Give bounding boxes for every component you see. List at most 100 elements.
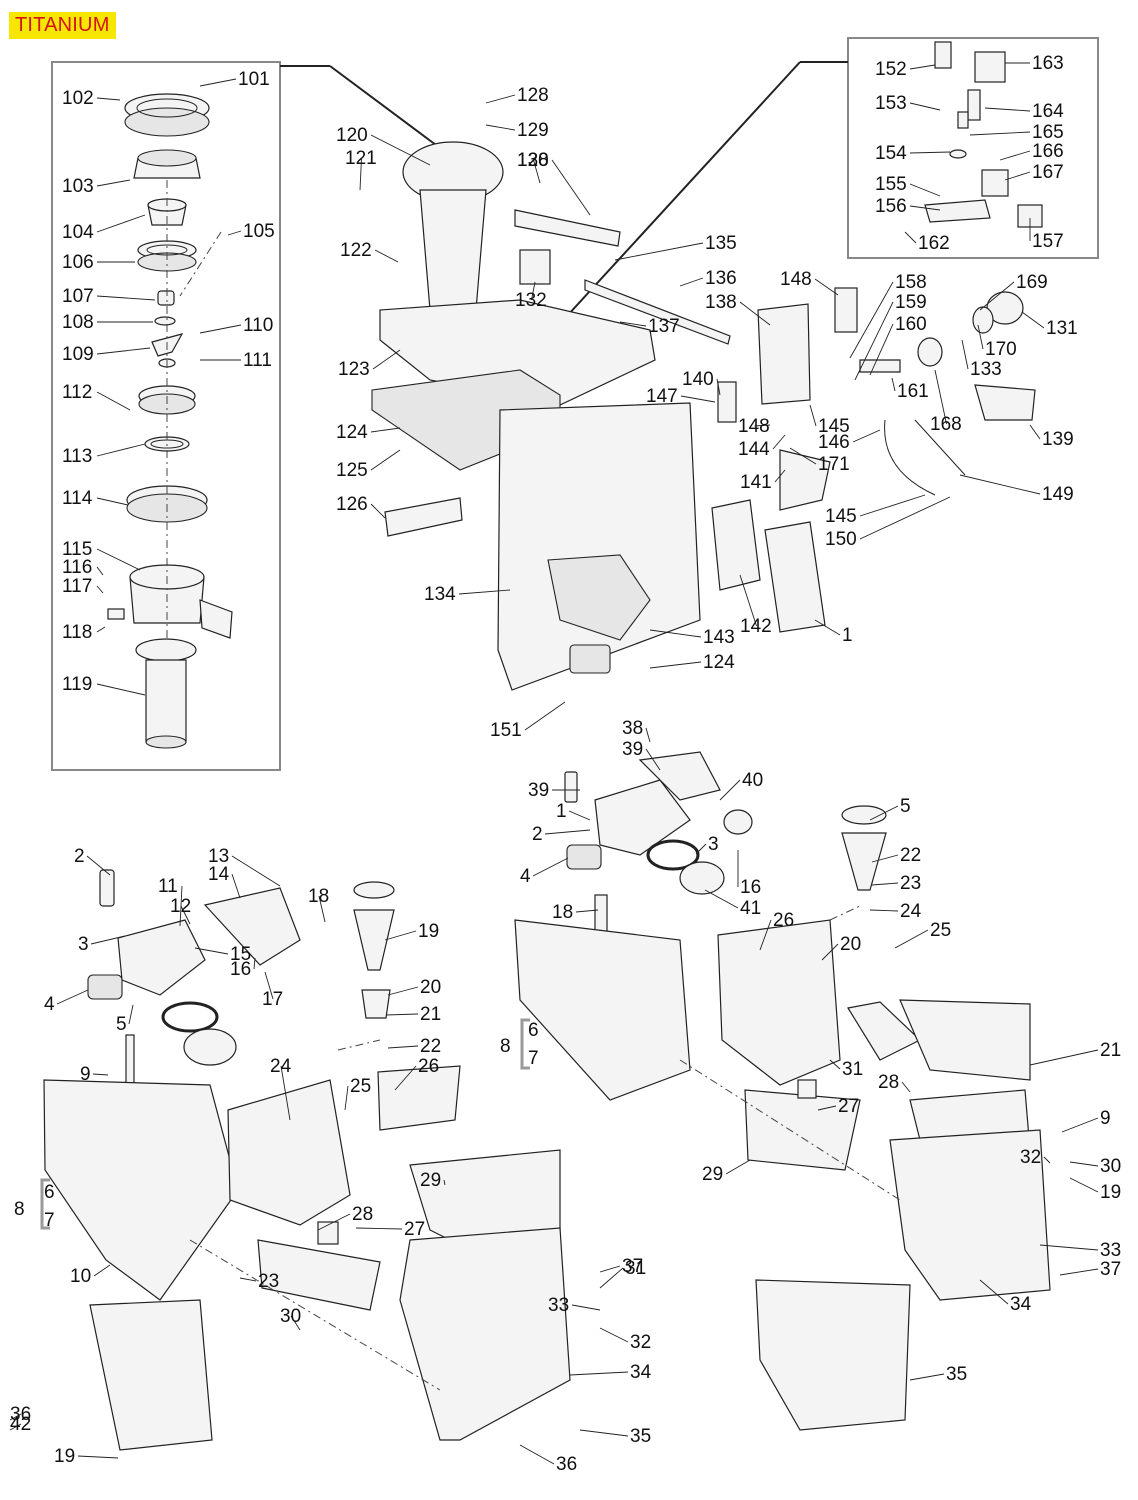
leader-line-104 — [569, 1371, 629, 1376]
callout-label-61: 158 — [895, 272, 927, 293]
callout-label-12: 113 — [62, 446, 92, 467]
leader-line-66 — [979, 281, 1015, 311]
leader-line-101 — [599, 1267, 624, 1289]
leader-line-13 — [96, 497, 129, 506]
leader-line-71 — [959, 474, 1041, 495]
callout-label-73: 150 — [825, 529, 857, 550]
callout-label-63: 160 — [895, 314, 927, 335]
callout-label-113: 1 — [556, 801, 567, 822]
grinder-parts — [107, 93, 233, 749]
callout-label-59: 157 — [1032, 231, 1064, 252]
callout-label-45: 143 — [703, 627, 735, 648]
leader-line-47 — [524, 701, 566, 731]
leader-line-31 — [458, 589, 511, 595]
callout-label-19: 120 — [336, 125, 368, 146]
callout-label-87: 17 — [262, 989, 283, 1010]
leader-line-120 — [869, 805, 899, 821]
leader-line-55 — [984, 107, 1031, 112]
leader-line-38 — [754, 424, 771, 427]
callout-label-57: 166 — [1032, 141, 1064, 162]
callout-label-76: 3 — [78, 934, 89, 955]
callout-label-5: 106 — [62, 252, 94, 273]
leader-line-37 — [680, 395, 716, 403]
callout-label-23: 124 — [336, 422, 368, 443]
callout-label-91: 21 — [420, 1004, 441, 1025]
leader-line-21 — [374, 249, 399, 263]
leader-line-84 — [231, 873, 241, 899]
callout-label-131: 29 — [702, 1164, 723, 1185]
leader-line-27 — [485, 124, 516, 131]
callout-label-92: 22 — [420, 1036, 441, 1057]
leader-line-6 — [96, 295, 156, 301]
callout-label-65: 168 — [930, 414, 962, 435]
callout-label-29: 130 — [517, 150, 549, 171]
alignment-lines — [189, 904, 901, 1391]
left-brew-unit-parts — [43, 869, 571, 1451]
callout-label-15: 116 — [62, 557, 92, 578]
leader-line-126 — [821, 943, 839, 961]
bracket-label-right-7: 7 — [528, 1048, 539, 1069]
leader-line-138 — [979, 1279, 1009, 1305]
callout-label-78: 5 — [116, 1014, 127, 1035]
leader-line-100 — [290, 1315, 301, 1331]
leader-line-9 — [199, 324, 242, 334]
leader-line-98 — [317, 1213, 351, 1231]
leader-line-17 — [96, 626, 106, 633]
leader-line-43 — [774, 469, 786, 483]
leader-line-23 — [370, 427, 401, 433]
leader-line-56 — [969, 131, 1031, 136]
leader-line-63 — [869, 323, 894, 376]
callout-label-93: 23 — [258, 1271, 279, 1292]
callout-label-112: 39 — [528, 780, 549, 801]
callout-label-17: 118 — [62, 622, 92, 643]
callout-label-58: 167 — [1032, 162, 1064, 183]
callout-label-127: 21 — [1100, 1040, 1121, 1061]
callout-label-60: 148 — [780, 269, 812, 290]
leader-line-72 — [859, 494, 926, 517]
bracket-label-right-8: 8 — [500, 1036, 511, 1057]
callout-label-82: 12 — [170, 896, 191, 917]
leader-line-127 — [1029, 1049, 1099, 1066]
callout-label-135: 32 — [1020, 1147, 1041, 1168]
callout-label-24: 125 — [336, 460, 368, 481]
leader-line-16 — [96, 585, 104, 594]
leader-line-39 — [772, 434, 786, 450]
callout-label-16: 117 — [62, 576, 92, 597]
model-tag: TITANIUM — [9, 12, 116, 39]
leader-line-105 — [579, 1429, 629, 1437]
leader-line-90 — [387, 986, 419, 996]
callout-label-101: 31 — [625, 1258, 646, 1279]
leader-line-80 — [93, 1264, 111, 1277]
leader-line-94 — [280, 1065, 291, 1121]
callout-label-36: 140 — [682, 369, 714, 390]
leader-line-29 — [551, 159, 591, 216]
leader-line-51 — [909, 183, 941, 197]
leader-line-79 — [92, 1073, 109, 1076]
leader-line-20 — [359, 157, 362, 191]
callout-label-70: 139 — [1042, 429, 1074, 450]
callout-label-22: 123 — [338, 359, 370, 380]
callout-label-128: 31 — [842, 1059, 863, 1080]
leader-line-50 — [909, 151, 951, 154]
callout-label-28: 128 — [517, 150, 549, 171]
main-module-parts — [371, 141, 1036, 691]
callout-label-83: 13 — [208, 846, 229, 867]
bracket-label-left-8: 8 — [14, 1199, 25, 1220]
leader-line-60 — [814, 278, 839, 296]
callout-label-126: 20 — [840, 934, 861, 955]
leader-line-86 — [253, 957, 256, 970]
callout-label-102: 32 — [630, 1332, 651, 1353]
callout-label-6: 107 — [62, 286, 94, 307]
callout-label-1: 102 — [62, 88, 94, 109]
leader-line-40 — [809, 404, 817, 427]
leader-line-115 — [532, 857, 569, 877]
leader-line-53 — [904, 231, 917, 244]
callout-label-64: 161 — [897, 381, 929, 402]
leader-line-83 — [231, 855, 281, 887]
leader-line-119 — [575, 909, 599, 913]
leader-line-133 — [1069, 1161, 1099, 1167]
callout-label-44: 142 — [740, 616, 772, 637]
leader-line-134 — [1069, 1177, 1099, 1193]
callout-label-132: 9 — [1100, 1108, 1111, 1129]
